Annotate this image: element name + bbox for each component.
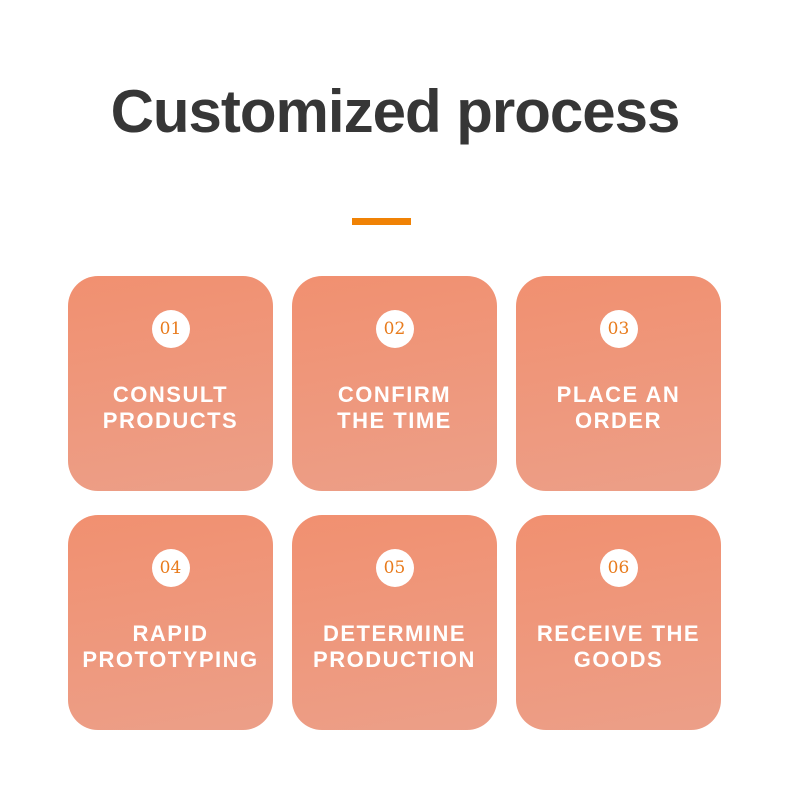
process-card-5: 05 DETERMINE PRODUCTION <box>292 515 497 730</box>
step-number-badge: 02 <box>375 310 414 348</box>
step-label: PLACE AN ORDER <box>556 382 681 433</box>
process-card-4: 04 RAPID PROTOTYPING <box>68 515 273 730</box>
step-number-badge: 05 <box>375 549 414 587</box>
step-number: 01 <box>159 319 182 339</box>
process-card-6: 06 RECEIVE THE GOODS <box>516 515 721 730</box>
step-number-badge: 04 <box>151 549 190 587</box>
process-card-3: 03 PLACE AN ORDER <box>516 276 721 491</box>
step-number: 03 <box>607 319 630 339</box>
page-title: Customized process <box>110 78 681 145</box>
step-label: CONSULT PRODUCTS <box>102 382 239 433</box>
step-number: 06 <box>607 558 630 578</box>
step-number-badge: 06 <box>599 549 638 587</box>
step-number-badge: 03 <box>599 310 638 348</box>
process-card-2: 02 CONFIRM THE TIME <box>292 276 497 491</box>
process-card-1: 01 CONSULT PRODUCTS <box>68 276 273 491</box>
step-number: 05 <box>383 558 406 578</box>
step-number: 02 <box>383 319 406 339</box>
step-number: 04 <box>159 558 182 578</box>
step-label: DETERMINE PRODUCTION <box>313 621 476 672</box>
step-label: CONFIRM THE TIME <box>337 382 452 433</box>
step-label: RECEIVE THE GOODS <box>536 621 701 672</box>
step-label: RAPID PROTOTYPING <box>82 621 259 672</box>
title-underline-bar <box>351 218 411 225</box>
step-number-badge: 01 <box>151 310 190 348</box>
process-steps-grid: 01 CONSULT PRODUCTS 02 CONFIRM THE TIME … <box>68 276 722 730</box>
